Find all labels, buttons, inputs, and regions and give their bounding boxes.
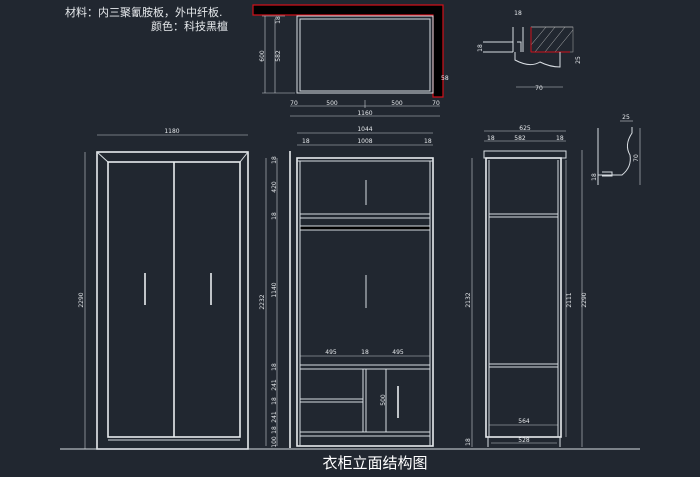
- svg-text:18: 18: [271, 363, 278, 371]
- svg-text:495: 495: [392, 349, 404, 356]
- svg-text:70: 70: [535, 85, 543, 92]
- svg-text:2290: 2290: [78, 292, 85, 307]
- svg-text:600: 600: [259, 50, 266, 62]
- svg-text:582: 582: [514, 135, 526, 142]
- svg-text:25: 25: [575, 56, 582, 64]
- svg-text:18: 18: [275, 16, 282, 24]
- svg-text:70: 70: [290, 100, 298, 107]
- svg-text:1180: 1180: [164, 128, 179, 135]
- svg-text:500: 500: [326, 100, 338, 107]
- drawing-title: 衣柜立面结构图: [322, 454, 427, 472]
- material-note: 材料：内三聚氰胺板，外中纤板.: [65, 5, 223, 19]
- joint-detail-top: 18 18 25 70: [477, 10, 582, 92]
- svg-text:18: 18: [302, 138, 310, 145]
- svg-text:1160: 1160: [357, 110, 372, 117]
- svg-text:1140: 1140: [271, 282, 278, 297]
- svg-text:25: 25: [622, 114, 630, 121]
- front-elevation: 1180 2290: [78, 128, 249, 450]
- svg-text:420: 420: [271, 181, 278, 193]
- svg-text:18: 18: [424, 138, 432, 145]
- svg-text:70: 70: [633, 154, 640, 162]
- svg-text:528: 528: [518, 437, 530, 444]
- svg-text:2111: 2111: [566, 292, 573, 307]
- svg-text:582: 582: [275, 50, 282, 62]
- joint-detail-side: 25 70 18: [591, 114, 641, 185]
- svg-text:18: 18: [556, 135, 564, 142]
- svg-text:625: 625: [519, 125, 531, 132]
- svg-text:18: 18: [271, 397, 278, 405]
- svg-text:18: 18: [271, 212, 278, 220]
- svg-text:18: 18: [271, 426, 278, 434]
- svg-text:2290: 2290: [581, 292, 588, 307]
- svg-text:1044: 1044: [357, 126, 372, 133]
- svg-text:18: 18: [487, 135, 495, 142]
- svg-text:500: 500: [380, 394, 387, 406]
- svg-text:495: 495: [325, 349, 337, 356]
- svg-text:500: 500: [391, 100, 403, 107]
- svg-text:241: 241: [271, 411, 278, 423]
- plan-view: 600 582 18 58 70 500 500 70 1160: [252, 4, 449, 117]
- svg-text:70: 70: [432, 100, 440, 107]
- svg-text:2132: 2132: [465, 292, 472, 307]
- svg-text:18: 18: [514, 10, 522, 17]
- svg-text:18: 18: [465, 438, 472, 446]
- wall-section: [252, 4, 444, 98]
- svg-text:564: 564: [518, 418, 530, 425]
- carcass-elevation: 1044 18 1008 18 500 495 18 495 2232 18 4…: [259, 126, 434, 448]
- svg-text:18: 18: [591, 173, 598, 181]
- svg-text:18: 18: [361, 349, 369, 356]
- svg-text:2232: 2232: [259, 294, 266, 309]
- svg-text:241: 241: [271, 379, 278, 391]
- svg-text:18: 18: [477, 44, 484, 52]
- svg-text:18: 18: [271, 156, 278, 164]
- hanging-rail: [299, 225, 431, 231]
- svg-text:1008: 1008: [357, 138, 372, 145]
- svg-text:58: 58: [441, 75, 449, 82]
- side-elevation: 625 18 582 18 564 528 2132 18 2111 2290: [465, 125, 588, 447]
- svg-text:100: 100: [271, 436, 278, 448]
- color-note: 颜色：科技黑檀: [151, 19, 228, 33]
